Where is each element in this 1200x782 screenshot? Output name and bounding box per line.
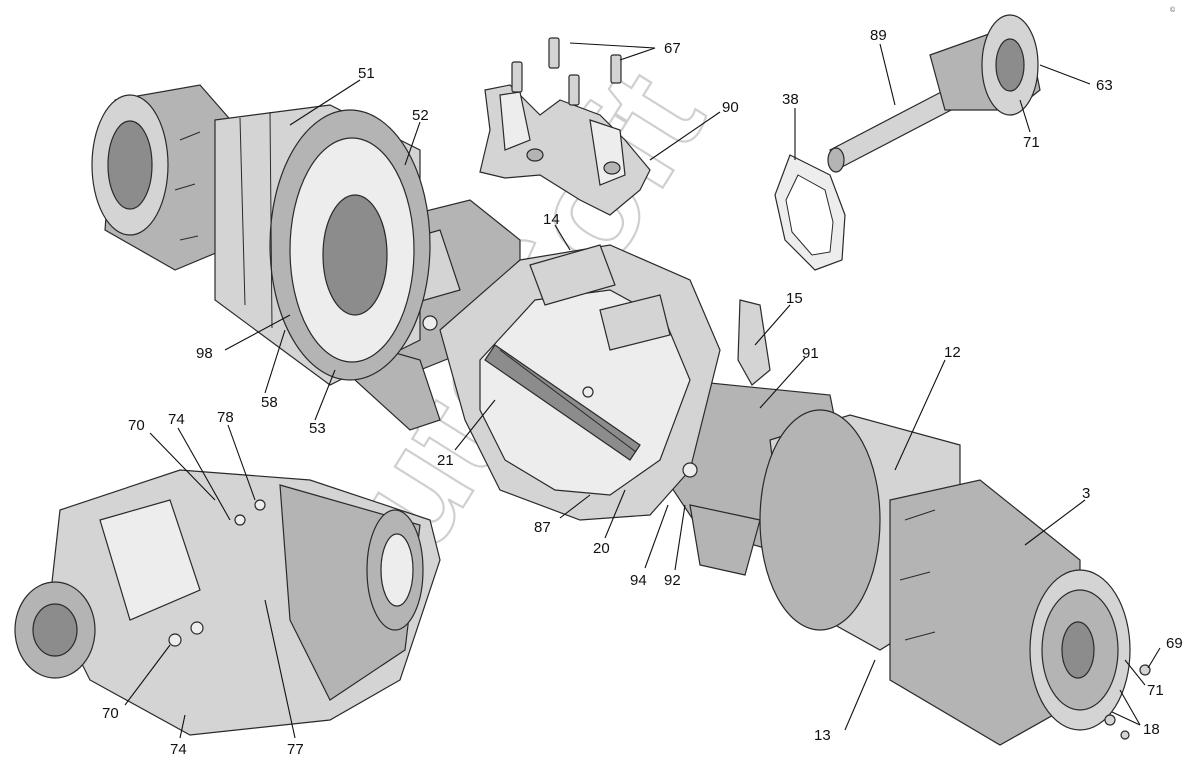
callout-14: 14 [543,211,560,228]
callout-15: 15 [786,290,803,307]
callout-77: 77 [287,741,304,758]
corner-mark: © [1170,6,1176,14]
callout-52: 52 [412,107,429,124]
callout-69: 69 [1166,635,1183,652]
leader-lines [124,42,1161,739]
callout-91: 91 [802,345,819,362]
callout-67: 67 [664,40,681,57]
axle-shaft [827,14,1041,173]
callout-78: 78 [217,409,234,426]
bolt-set [511,37,622,106]
callout-51: 51 [358,65,375,82]
callout-71-bottom: 71 [1147,682,1164,699]
callout-74-bottom: 74 [170,741,187,758]
callout-92: 92 [664,572,681,589]
callout-38: 38 [782,91,799,108]
reduction-gearbox [14,469,441,736]
callout-3: 3 [1082,485,1090,502]
callout-18: 18 [1143,721,1160,738]
gasket [774,154,846,271]
callout-98: 98 [196,345,213,362]
callout-labels: 67 89 51 52 90 38 63 71 14 15 91 12 98 5… [102,27,1183,758]
left-brake-drum [91,84,431,386]
callout-89: 89 [870,27,887,44]
mounting-bracket [479,84,651,216]
right-brake-assembly [759,409,1151,746]
callout-53: 53 [309,420,326,437]
callout-13: 13 [814,727,831,744]
callout-70-top: 70 [128,417,145,434]
callout-90: 90 [722,99,739,116]
callout-71-top: 71 [1023,134,1040,151]
callout-94: 94 [630,572,647,589]
callout-63: 63 [1096,77,1113,94]
callout-74-top: 74 [168,411,185,428]
callout-12: 12 [944,344,961,361]
callout-20: 20 [593,540,610,557]
callout-87: 87 [534,519,551,536]
callout-58: 58 [261,394,278,411]
callout-70-bottom: 70 [102,705,119,722]
callout-21: 21 [437,452,454,469]
axle-housing [329,199,846,576]
